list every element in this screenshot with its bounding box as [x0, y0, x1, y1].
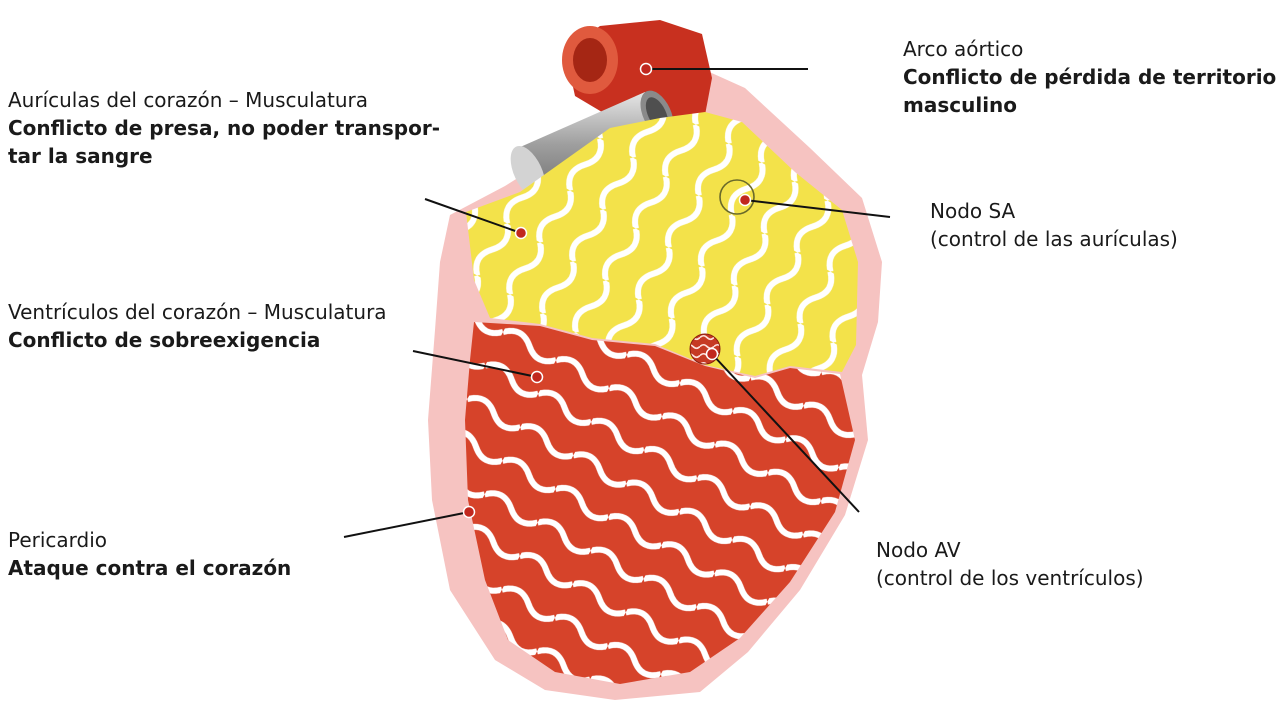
label-av-node-name: Nodo AV — [876, 536, 1256, 564]
label-atria-conflict-line2: tar la sangre — [8, 142, 448, 170]
label-atria-conflict-line1: Conflicto de presa, no poder transpor- — [8, 114, 448, 142]
label-aortic-arch-name: Arco aórtico — [903, 35, 1283, 63]
label-pericardium-conflict: Ataque contra el corazón — [8, 554, 448, 582]
dot-pericardium — [464, 507, 475, 518]
dot-av-node — [707, 349, 718, 360]
label-sa-node-description: (control de las aurículas) — [930, 225, 1280, 253]
label-atria: Aurículas del corazón – Musculatura Conf… — [8, 86, 448, 170]
label-av-node: Nodo AV (control de los ventrículos) — [876, 536, 1256, 592]
label-sa-node-name: Nodo SA — [930, 197, 1280, 225]
label-pericardium-name: Pericardio — [8, 526, 448, 554]
label-ventricles: Ventrículos del corazón – Musculatura Co… — [8, 298, 448, 354]
label-atria-name: Aurículas del corazón – Musculatura — [8, 86, 448, 114]
label-aortic-arch-conflict-line1: Conflicto de pérdida de territorio — [903, 63, 1283, 91]
dot-sa-node — [740, 195, 751, 206]
label-ventricles-name: Ventrículos del corazón – Musculatura — [8, 298, 448, 326]
label-sa-node: Nodo SA (control de las aurículas) — [930, 197, 1280, 253]
dot-atria — [516, 228, 527, 239]
label-aortic-arch-conflict-line2: masculino — [903, 91, 1283, 119]
label-pericardium: Pericardio Ataque contra el corazón — [8, 526, 448, 582]
dot-aortic-arch — [641, 64, 652, 75]
label-ventricles-conflict: Conflicto de sobreexigencia — [8, 326, 448, 354]
label-aortic-arch: Arco aórtico Conflicto de pérdida de ter… — [903, 35, 1283, 119]
dot-ventricles — [532, 372, 543, 383]
label-av-node-description: (control de los ventrículos) — [876, 564, 1256, 592]
ventricles-muscle — [465, 322, 855, 684]
